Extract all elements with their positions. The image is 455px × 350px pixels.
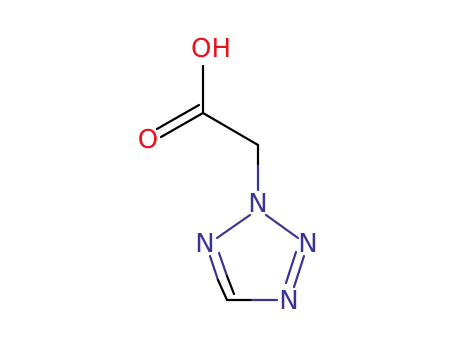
- bond-c-o-double-2: [155, 103, 201, 131]
- atom-labels: OH O N N N N: [138, 34, 318, 316]
- bond-c-ch2: [201, 111, 260, 147]
- nitrogen-n2-label: N: [248, 189, 267, 219]
- carbonyl-oxygen-label: O: [138, 125, 158, 155]
- bond-n3-n4-a: [292, 254, 306, 289]
- bond-n1-c5-inner-b: [225, 274, 236, 296]
- nitrogen-n1-label: N: [195, 229, 214, 259]
- bond-n1-c5-a: [208, 254, 220, 282]
- bond-n2-n1: [215, 213, 252, 240]
- bond-n1-c5-b: [216, 278, 229, 302]
- nitrogen-n4-label: N: [279, 286, 298, 316]
- hydroxyl-label: OH: [191, 34, 231, 64]
- bond-c-o-double-1: [159, 111, 205, 139]
- bonds: [155, 64, 306, 302]
- bond-n3-n4-b: [284, 250, 298, 285]
- bond-n1-c5-inner-a: [217, 251, 229, 278]
- bond-n2-n3: [264, 213, 300, 240]
- nitrogen-n3-label: N: [298, 229, 317, 259]
